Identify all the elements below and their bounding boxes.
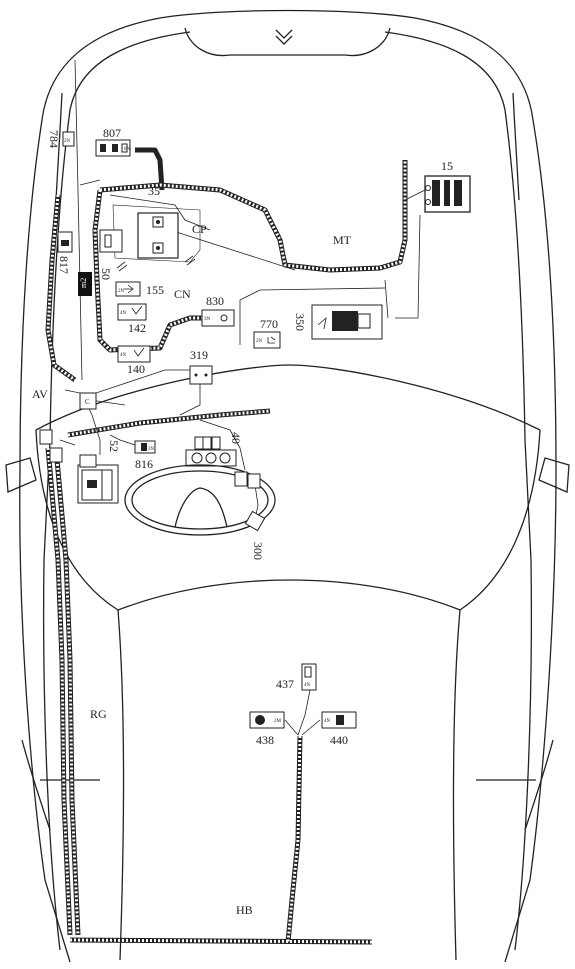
component-40-instrument-cluster <box>185 436 237 467</box>
label-438: 438 <box>256 733 274 747</box>
component-807-connector <box>95 139 131 157</box>
thin-wires <box>59 59 426 736</box>
component-830-sensor <box>201 309 235 327</box>
label-40: 40 <box>229 432 243 444</box>
component-140-sensor <box>117 345 151 363</box>
label-15: 15 <box>441 159 453 173</box>
av-harness <box>45 194 77 383</box>
label-rg: RG <box>90 707 107 721</box>
code-440: 4N <box>324 719 331 724</box>
label-35: 35 <box>148 184 160 198</box>
component-816-connector <box>134 440 156 454</box>
hb-harness <box>69 937 373 945</box>
label-817: 817 <box>57 256 71 274</box>
label-142: 142 <box>128 321 146 335</box>
label-52: 52 <box>107 440 121 452</box>
label-770: 770 <box>260 317 278 331</box>
component-35-battery <box>137 212 179 259</box>
label-437: 437 <box>276 677 294 691</box>
component-817-connector <box>57 231 73 253</box>
code-784: 2N <box>64 139 71 144</box>
component-437-connector <box>301 663 317 691</box>
label-155: 155 <box>146 283 164 297</box>
label-m2: m2 <box>79 278 88 288</box>
code-830: 3N <box>204 317 211 322</box>
component-155-sensor <box>115 281 141 297</box>
component-52-module <box>39 429 119 504</box>
label-140: 140 <box>127 362 145 376</box>
label-300: 300 <box>251 542 265 560</box>
harness-807 <box>135 147 165 191</box>
component-50-relay <box>99 229 123 253</box>
label-816: 816 <box>135 457 153 471</box>
code-140: 4N <box>120 353 127 358</box>
code-438: 2M <box>274 719 282 724</box>
label-350: 350 <box>293 313 307 331</box>
label-440: 440 <box>330 733 348 747</box>
label-cn: CN <box>174 287 191 301</box>
component-c-connector: C <box>79 392 97 410</box>
component-350-starter <box>311 304 383 340</box>
code-437: 4N <box>304 683 311 688</box>
component-15-fuse-box <box>424 175 471 213</box>
component-steering-wheel <box>124 464 276 536</box>
component-319-connector <box>189 365 213 385</box>
component-784-connector <box>62 131 75 147</box>
label-830: 830 <box>206 294 224 308</box>
component-438-switch <box>249 711 285 729</box>
rear-harness <box>285 735 303 943</box>
label-807: 807 <box>103 126 121 140</box>
code-816: 3N <box>148 447 155 452</box>
label-50: 50 <box>99 268 113 280</box>
component-440-switch <box>321 711 357 729</box>
svg-text:C: C <box>85 398 90 406</box>
label-784: 784 <box>47 130 61 148</box>
component-142-sensor <box>117 303 147 321</box>
ground-symbols <box>116 255 196 272</box>
component-300-switch <box>234 471 266 532</box>
component-m2 <box>78 272 92 296</box>
harness-fill <box>46 160 407 944</box>
code-807: 6N <box>124 147 131 152</box>
code-770: 2N <box>256 339 263 344</box>
label-hb: HB <box>236 903 253 917</box>
component-770-connector <box>253 331 281 349</box>
label-mt: MT <box>333 233 352 247</box>
label-319: 319 <box>190 348 208 362</box>
label-cp: CP <box>192 222 207 236</box>
code-155: 2N <box>118 289 125 294</box>
label-av: AV <box>32 387 48 401</box>
code-142: 4N <box>120 311 127 316</box>
